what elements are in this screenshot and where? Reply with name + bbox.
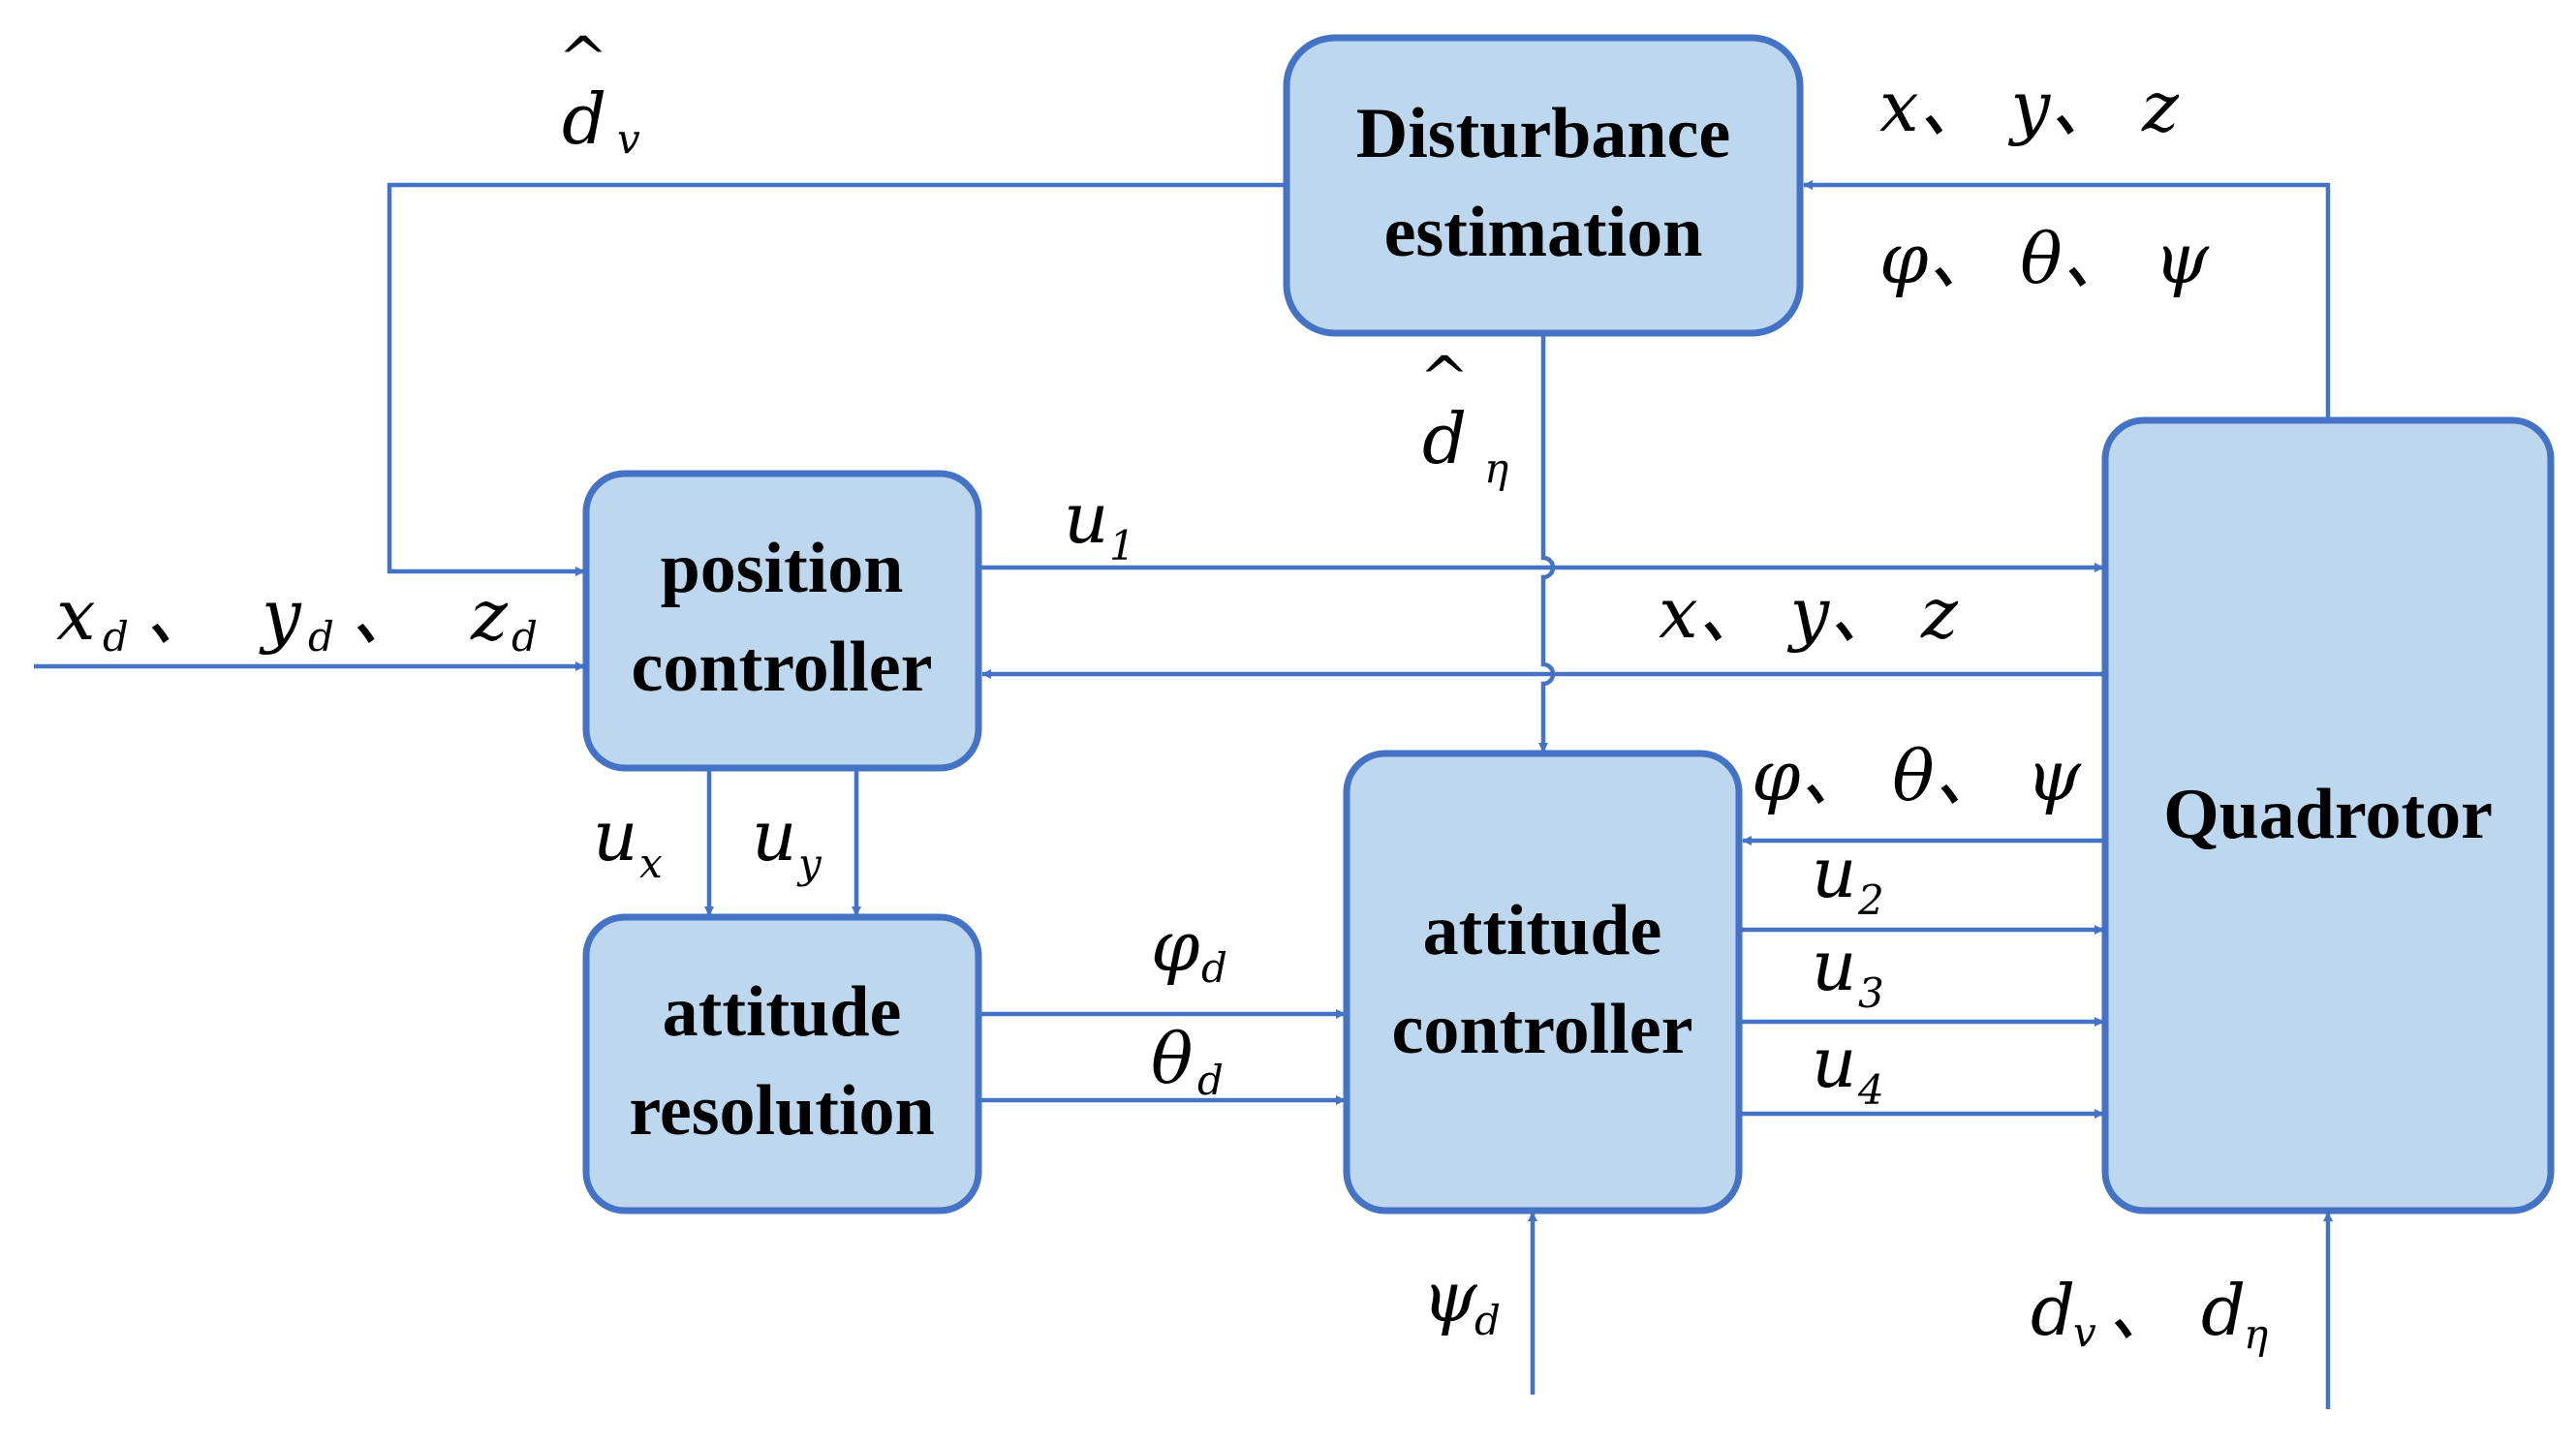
attitude-controller-label-line1: attitude: [1423, 891, 1662, 970]
dv-base: d: [2031, 1270, 2075, 1351]
phi-d-label: φ d: [1151, 906, 1227, 992]
deta-hat-label: ^ d η: [1419, 343, 1508, 492]
zd-sub: d: [512, 613, 538, 661]
position-label-line2: controller: [632, 628, 933, 707]
deta-hat-base: d: [1422, 398, 1467, 479]
quadrotor-block: Quadrotor: [2101, 416, 2555, 1214]
u4-sub: 4: [1857, 1066, 1884, 1114]
ref-sep-2: 、: [351, 574, 420, 656]
yd-base: y: [259, 574, 302, 656]
u2-sub: 2: [1857, 876, 1884, 924]
theta-d-sub: d: [1197, 1057, 1224, 1104]
phi-d-sub: d: [1201, 944, 1227, 992]
u4-base: u: [1812, 1022, 1856, 1103]
psi-d-sub: d: [1474, 1297, 1501, 1344]
attitude-resolution-label-line2: resolution: [629, 1071, 934, 1151]
dv-hat-base: d: [562, 78, 606, 160]
quadrotor-label: Quadrotor: [2163, 775, 2493, 854]
psi-d-base: ψ: [1422, 1256, 1478, 1337]
disturbances-sep: 、: [2108, 1270, 2178, 1351]
attitude-resolution-label-line1: attitude: [663, 972, 902, 1052]
psi-d-label: ψ d: [1422, 1256, 1501, 1344]
yd-sub: d: [308, 613, 334, 661]
disturbances-label: d v 、 d η: [2031, 1270, 2268, 1358]
ux-sub: x: [639, 840, 663, 887]
dv-sub: v: [2073, 1308, 2096, 1356]
attitude-resolution-block: attitude resolution: [582, 913, 982, 1214]
disturbance-label-line1: Disturbance: [1356, 94, 1730, 173]
uy-base: u: [752, 795, 796, 876]
u2-label: u 2: [1812, 832, 1884, 924]
position-controller-block: position controller: [582, 470, 982, 772]
u1-sub: 1: [1109, 522, 1135, 569]
deta-base: d: [2201, 1270, 2246, 1351]
u3-base: u: [1812, 925, 1856, 1006]
u1-label: u 1: [1064, 477, 1135, 569]
attitude-controller-label-line2: controller: [1392, 990, 1693, 1069]
u3-sub: 3: [1858, 969, 1884, 1017]
theta-d-base: θ: [1151, 1018, 1193, 1099]
dv-hat-label: ^ d v: [558, 23, 640, 163]
deta-sub: η: [2244, 1310, 2268, 1358]
position-feedback-mid-label: x、 y、 z: [1659, 572, 1959, 654]
dv-hat-feedback-wire: [387, 182, 1287, 576]
u1-base: u: [1064, 477, 1108, 559]
disturbance-estimation-block: Disturbance estimation: [1283, 34, 1804, 337]
attitude-feedback-mid-label: φ、 θ、 ψ: [1752, 735, 2083, 816]
uy-sub: y: [796, 840, 822, 887]
position-feedback-top-label: x、 y、 z: [1879, 66, 2180, 147]
theta-d-label: θ d: [1151, 1018, 1224, 1104]
deta-hat-wire: [1538, 333, 1556, 753]
xd-base: x: [56, 574, 96, 656]
attitude-controller-block: attitude controller: [1343, 750, 1743, 1214]
position-label-line1: position: [661, 529, 904, 608]
zd-base: z: [470, 574, 509, 656]
ux-base: u: [593, 795, 637, 876]
disturbance-label-line2: estimation: [1384, 193, 1703, 272]
u4-label: u 4: [1812, 1022, 1884, 1114]
dv-hat-hat: ^: [558, 23, 608, 94]
state-to-disturbance-wire: [1803, 180, 2331, 418]
deta-hat-hat: ^: [1419, 343, 1470, 414]
u3-label: u 3: [1812, 925, 1884, 1017]
phi-d-base: φ: [1151, 906, 1200, 987]
dv-hat-sub: v: [617, 115, 640, 163]
ref-sep-1: 、: [145, 574, 215, 656]
u2-base: u: [1812, 832, 1856, 913]
attitude-feedback-top-label: φ、 θ、 ψ: [1879, 218, 2211, 299]
uy-label: u y: [752, 795, 822, 887]
ux-label: u x: [593, 795, 663, 887]
xd-sub: d: [103, 613, 129, 661]
deta-hat-sub: η: [1484, 445, 1508, 492]
reference-input-label: x d 、 y d 、 z d: [56, 574, 538, 661]
